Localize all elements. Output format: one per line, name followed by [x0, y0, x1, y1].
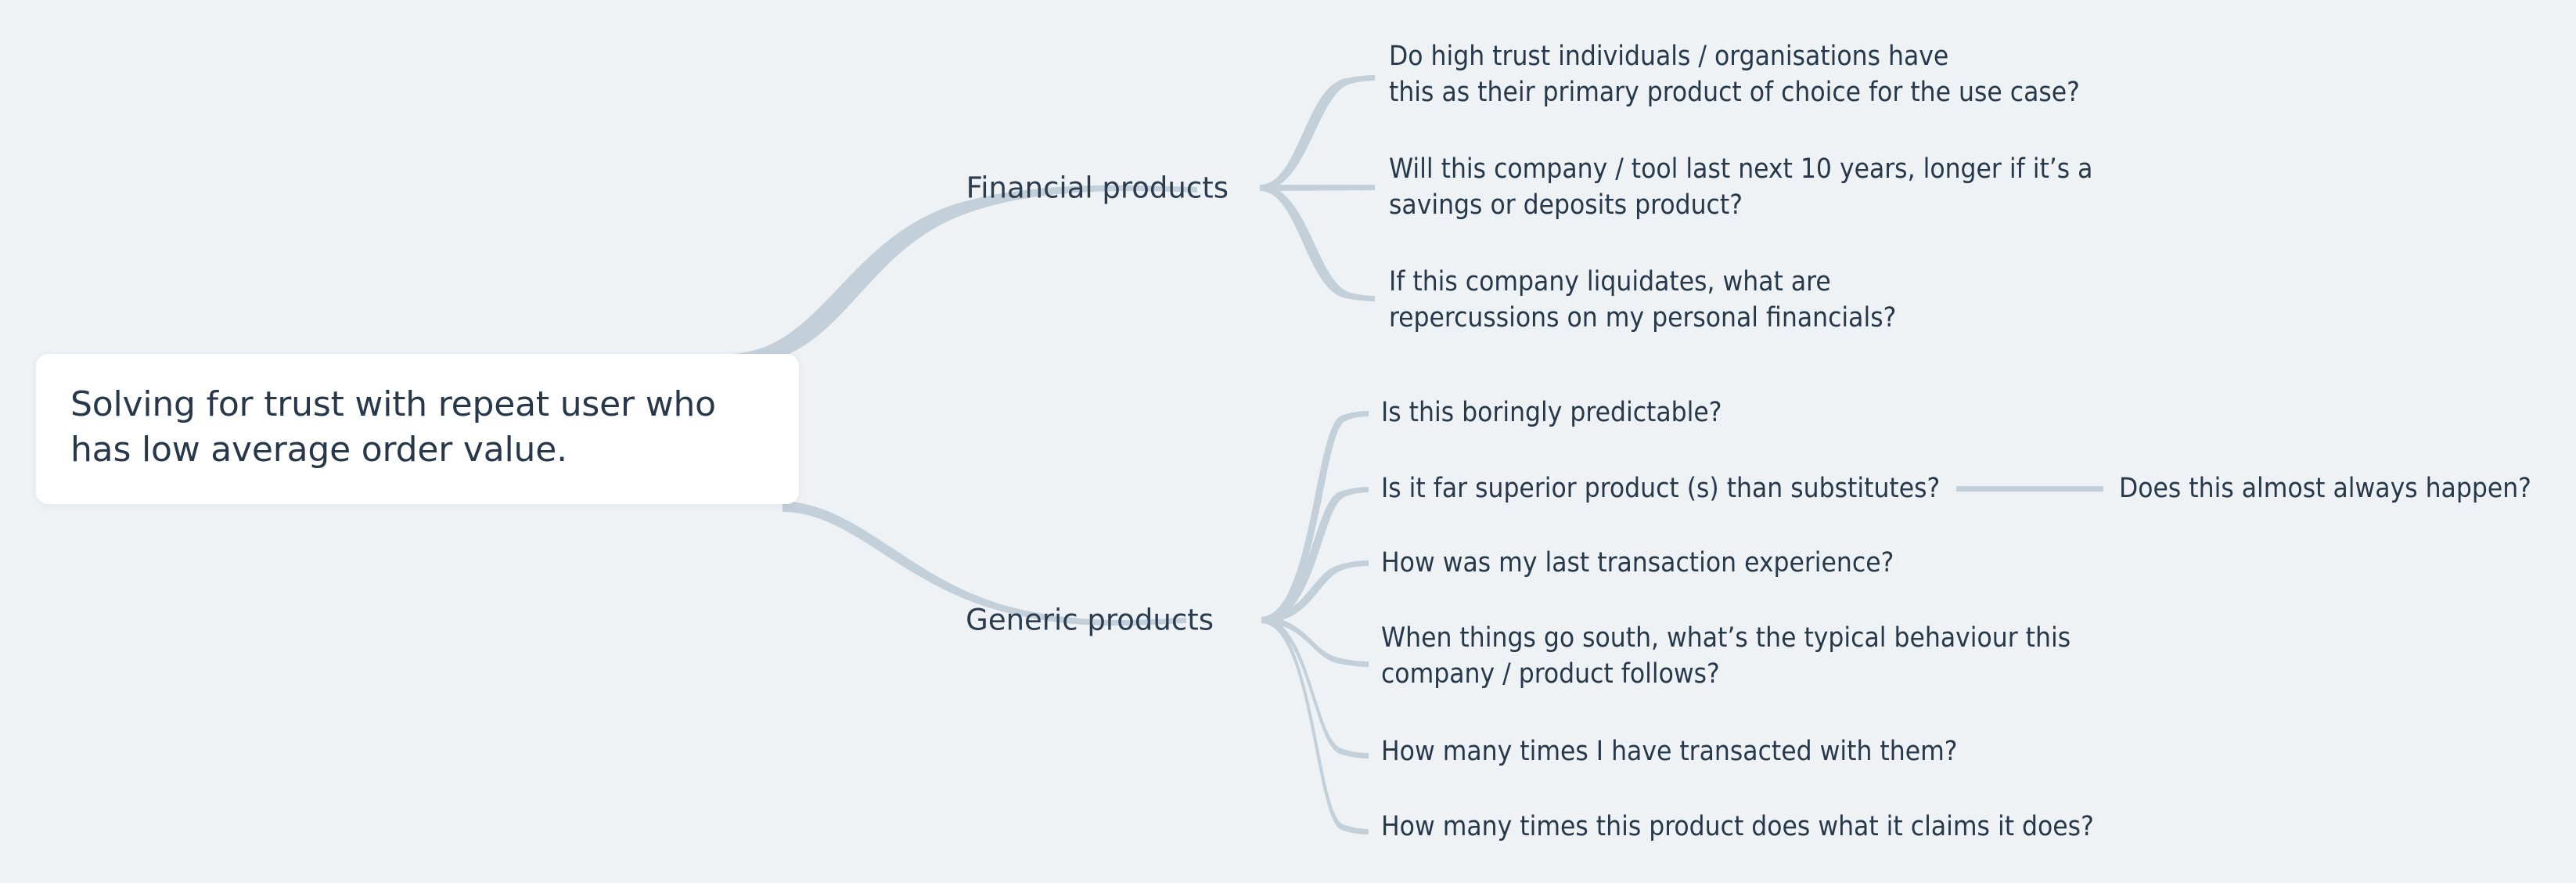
leaf-generic-child-5[interactable]: How many times I have transacted with th… — [1381, 735, 1958, 767]
branch-generic-products-label: Generic products — [966, 603, 1214, 637]
edge-child-2-to-grandchild-1 — [1956, 486, 2103, 492]
root-node[interactable]: Solving for trust with repeat user who h… — [36, 354, 799, 505]
edge-financial-to-child-1 — [1260, 75, 1375, 191]
edge-group-generic — [1261, 411, 1369, 834]
edge-generic-to-child-5 — [1261, 617, 1369, 759]
edge-generic-to-child-6 — [1261, 617, 1369, 834]
leaf-generic-child-1[interactable]: Is this boringly predictable? — [1381, 396, 1722, 428]
edge-group-financial — [1260, 75, 1375, 301]
edge-financial-to-child-3 — [1260, 185, 1375, 301]
root-node-label: Solving for trust with repeat user who h… — [70, 384, 716, 470]
edge-generic-to-child-3 — [1261, 560, 1369, 623]
edge-generic-to-child-1 — [1261, 411, 1369, 623]
leaf-financial-child-3[interactable]: If this company liquidates, what are rep… — [1389, 265, 1897, 333]
branch-generic-products[interactable]: Generic products — [893, 602, 1214, 637]
edge-generic-to-child-2 — [1261, 487, 1369, 623]
leaf-financial-child-2[interactable]: Will this company / tool last next 10 ye… — [1389, 153, 2093, 221]
leaf-generic-child-2[interactable]: Is it far superior product (s) than subs… — [1381, 472, 1941, 504]
leaf-generic-child-3[interactable]: How was my last transaction experience? — [1381, 546, 1894, 578]
edge-financial-to-child-2 — [1260, 185, 1375, 191]
branch-financial-products-label: Financial products — [966, 171, 1229, 205]
edge-root-to-financial — [728, 185, 1197, 365]
leaf-generic-child-6[interactable]: How many times this product does what it… — [1381, 810, 2094, 842]
edge-generic-to-child-4 — [1261, 617, 1369, 667]
leaf-generic-child-4[interactable]: When things go south, what’s the typical… — [1381, 622, 2071, 690]
edge-group-grandchild — [1956, 486, 2103, 492]
branch-financial-products[interactable]: Financial products — [908, 170, 1229, 205]
leaf-financial-child-1[interactable]: Do high trust individuals / organisation… — [1389, 40, 2080, 108]
leaf-generic-grandchild-1[interactable]: Does this almost always happen? — [2119, 472, 2531, 504]
